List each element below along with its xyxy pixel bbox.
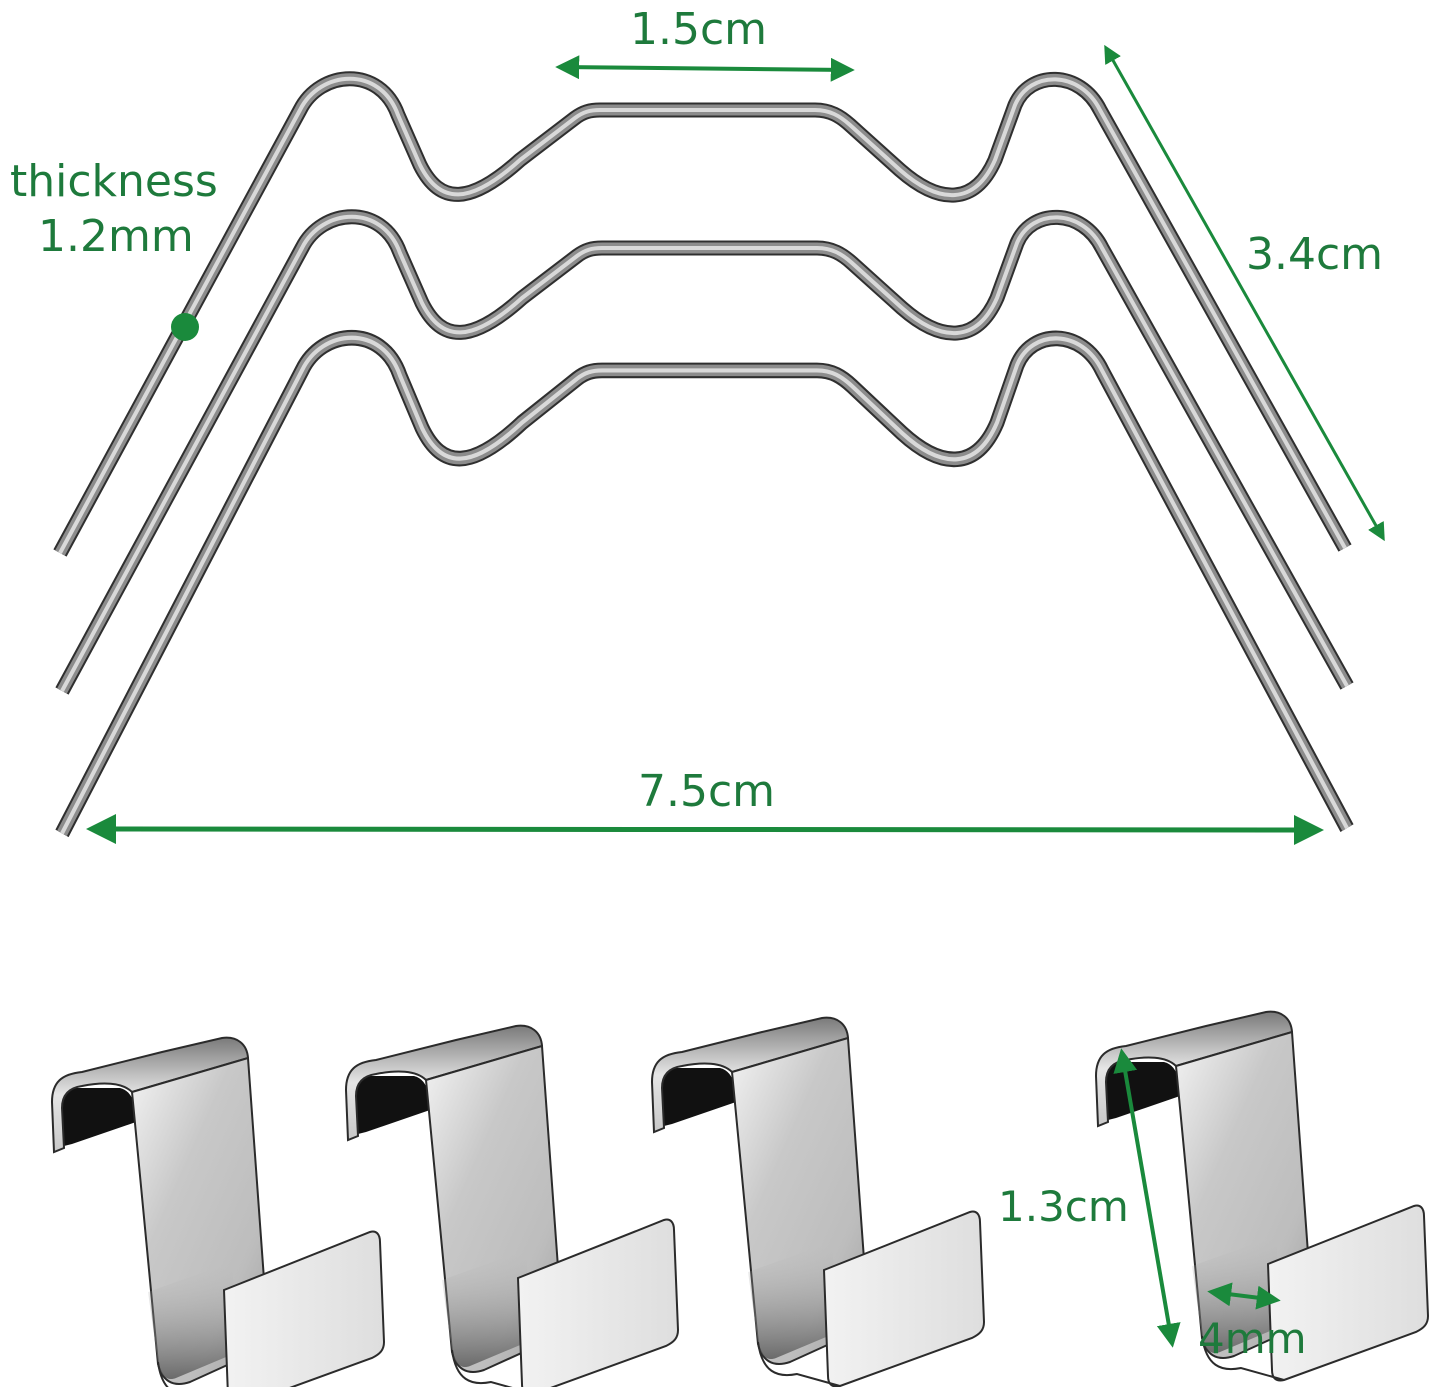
clip-height-dimension-arrow [1113, 1048, 1181, 1348]
s-clip-2 [345, 1024, 679, 1391]
top-width-label: 1.5cm [630, 4, 768, 55]
overall-width-label: 7.5cm [638, 766, 776, 817]
thickness-label-line1: thickness [10, 156, 218, 207]
s-clip-3 [651, 1016, 985, 1388]
top-width-dimension-arrow [555, 55, 855, 82]
leg-length-dimension-arrow [1104, 44, 1385, 542]
wire-clip-3 [62, 338, 1347, 834]
overall-width-dimension-arrow [86, 814, 1324, 845]
thickness-label-line2: 1.2mm [38, 211, 194, 262]
s-clip-1 [51, 1036, 385, 1391]
wire-clip-1 [60, 79, 1345, 553]
thickness-marker-dot [171, 313, 199, 341]
clip-gap-label: 4mm [1198, 1314, 1307, 1363]
leg-length-label: 3.4cm [1246, 229, 1384, 280]
clip-gap-dimension-arrow [1207, 1282, 1281, 1310]
clip-height-label: 1.3cm [998, 1182, 1129, 1231]
